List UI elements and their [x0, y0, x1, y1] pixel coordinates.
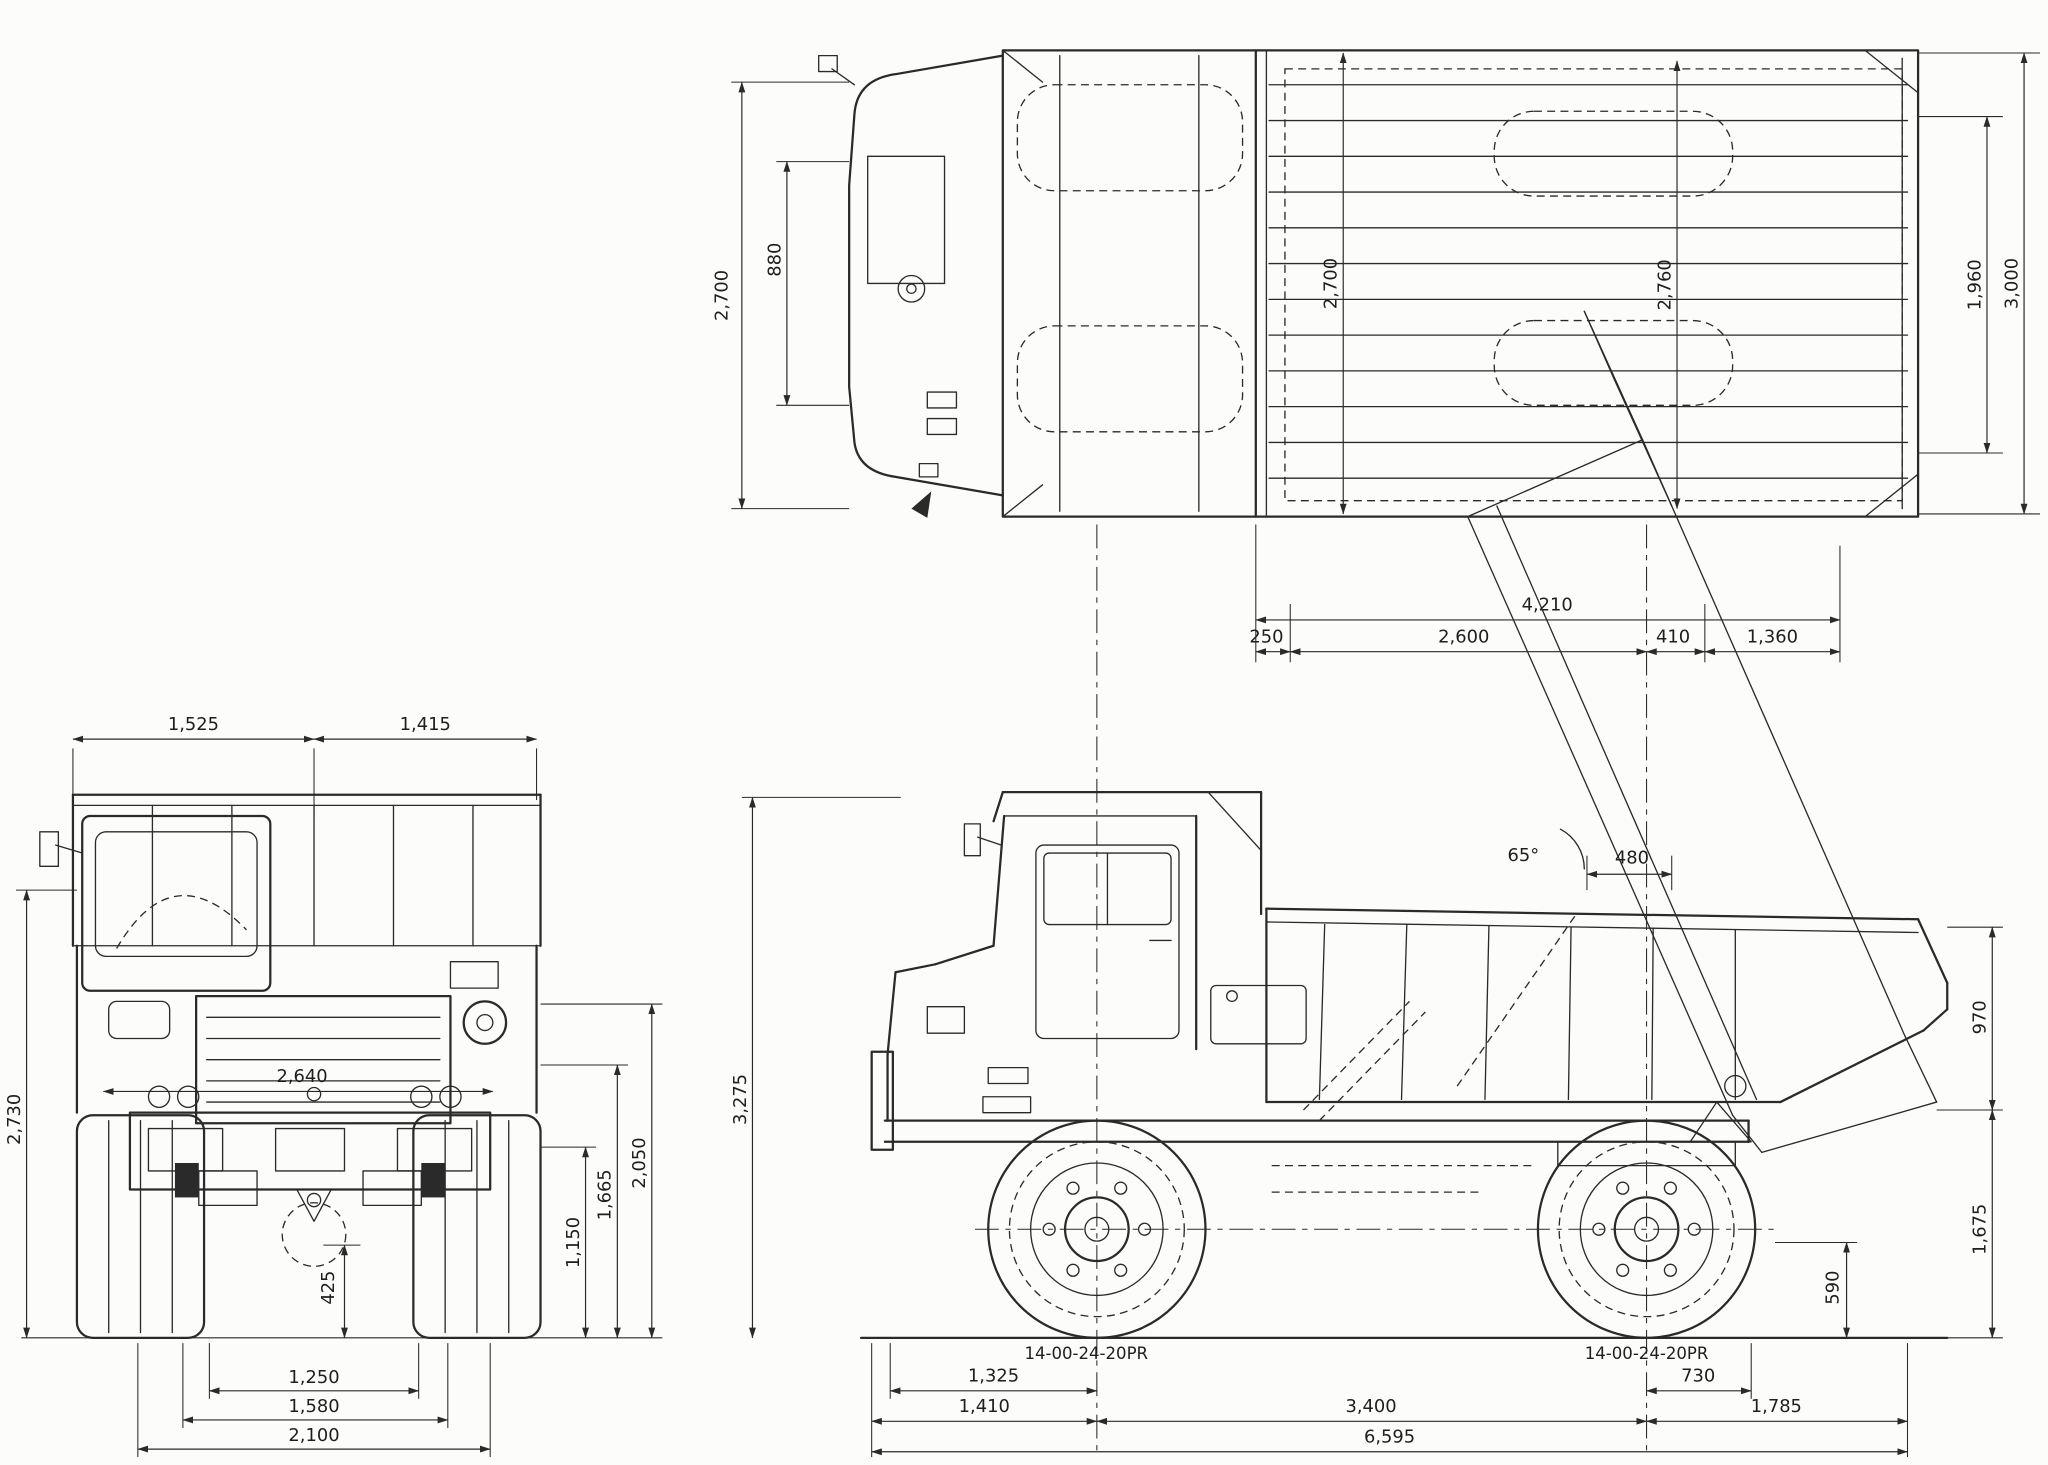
dim-front-width-left: 1,525 — [168, 714, 219, 735]
left-mirror-plan — [818, 54, 838, 73]
dim-top-cab-width: 2,700 — [711, 270, 732, 321]
vent-panel — [108, 1000, 171, 1040]
dim-overall-length: 6,595 — [1364, 1426, 1415, 1447]
spring-left — [198, 1170, 258, 1207]
dim-top-bed-front-width: 2,700 — [1321, 258, 1342, 309]
dim-track-mid: 1,580 — [288, 1396, 339, 1417]
dim-height-hood: 1,665 — [595, 1169, 616, 1220]
dim-height-cowl: 2,050 — [629, 1137, 650, 1188]
dim-bed-length: 4,210 — [1522, 595, 1573, 616]
dim-top-panel-width: 880 — [764, 243, 785, 277]
dim-seg-front: 250 — [1249, 626, 1283, 647]
headlight — [410, 1085, 433, 1109]
dim-ground-clearance: 425 — [318, 1270, 339, 1304]
dump-bed-lowered — [1265, 907, 1949, 1122]
cab-step — [982, 1096, 1032, 1114]
headlight — [176, 1085, 200, 1109]
dump-angle-arc — [1559, 828, 1585, 870]
dim-track-outer: 2,100 — [288, 1425, 339, 1446]
dim-body-depth: 970 — [1970, 1000, 1991, 1034]
side-cab — [870, 790, 1307, 1151]
dim-top-bed-overall-width: 3,000 — [2001, 258, 2022, 309]
dump-bed-raised — [1456, 310, 1938, 1154]
rear-tire-hidden — [1493, 110, 1734, 197]
hoist-cylinder-hidden — [1303, 1000, 1410, 1111]
cab-step — [987, 1066, 1029, 1085]
differential-hidden — [281, 1202, 347, 1267]
cab-door — [1035, 844, 1180, 1040]
bed-inner-hidden — [1284, 68, 1903, 502]
bed-ribs — [1268, 84, 1909, 479]
side-view-dimensions: 3,275 65° 480 970 1,675 590 1,325 7 — [730, 796, 2003, 1458]
work-lamp — [462, 1000, 508, 1045]
length-chain-dimensions: 4,210 250 2,600 410 1,360 — [1249, 524, 1841, 663]
tire-spec-rear: 14-00-24-20PR — [1585, 1344, 1709, 1363]
dim-side-overall-height: 3,275 — [730, 1074, 751, 1125]
dim-seg-rear: 1,360 — [1747, 626, 1798, 647]
pivot-bracket — [1689, 1101, 1752, 1143]
left-mirror — [39, 831, 60, 867]
side-chassis — [883, 1101, 1752, 1193]
wiper-arc — [116, 894, 247, 949]
battery-box — [926, 1006, 966, 1034]
plan-bed — [1001, 49, 1920, 518]
dim-height-bumper: 1,150 — [563, 1217, 584, 1268]
headlight — [147, 1085, 171, 1109]
top-view: 2,700 880 2,700 2,760 1,960 3,000 — [711, 49, 2040, 663]
bumper — [128, 1111, 492, 1191]
fuel-tank — [1210, 984, 1307, 1045]
hoist-extended-hidden — [1456, 913, 1577, 1087]
dim-bumper-to-axle: 1,325 — [968, 1366, 1019, 1387]
tire-spec-front: 14-00-24-20PR — [1024, 1344, 1148, 1363]
front-bumper-side — [870, 1050, 894, 1151]
headlight — [439, 1085, 462, 1109]
plan-hood — [818, 54, 1004, 518]
dim-top-bed-mid-width: 2,760 — [1654, 259, 1675, 310]
dim-pivot-offset: 480 — [1615, 848, 1649, 869]
dim-front-bumper-width: 2,640 — [277, 1066, 328, 1087]
front-view-dimensions: 1,525 1,415 2,730 2,640 425 1,150 1,665 … — [4, 714, 663, 1458]
dim-front-width-right: 1,415 — [400, 714, 451, 735]
tow-hitch — [296, 1188, 332, 1222]
dim-seg-mid: 2,600 — [1438, 626, 1489, 647]
dim-frame-height: 590 — [1823, 1270, 1844, 1304]
emblem — [306, 1086, 322, 1102]
dim-front-overall-height: 2,730 — [4, 1094, 25, 1145]
dim-seg-pivot: 410 — [1656, 626, 1690, 647]
top-view-dimensions: 2,700 880 2,700 2,760 1,960 3,000 — [711, 52, 2040, 515]
front-view: 1,525 1,415 2,730 2,640 425 1,150 1,665 … — [4, 714, 663, 1458]
dim-loading-height: 1,675 — [1970, 1204, 1991, 1255]
lamp-bracket — [449, 960, 499, 989]
rear-tire-hidden — [1493, 319, 1734, 406]
dim-dump-angle: 65° — [1508, 845, 1540, 866]
side-view: 14-00-24-20PR 14-00-24-20PR 3,275 65° 48… — [730, 310, 2003, 1458]
dim-front-overhang: 1,410 — [959, 1396, 1010, 1417]
hub-left — [174, 1162, 199, 1198]
pivot-pin — [1724, 1074, 1747, 1098]
dim-top-bed-inner-width: 1,960 — [1964, 259, 1985, 310]
dim-axle-to-pivot: 730 — [1681, 1366, 1715, 1387]
hub-right — [421, 1162, 446, 1198]
cab-outline-hidden — [1016, 84, 1244, 192]
jack-mark — [911, 491, 932, 518]
dim-wheelbase: 3,400 — [1345, 1396, 1396, 1417]
dim-track-inner: 1,250 — [288, 1367, 339, 1388]
dim-rear-overhang: 1,785 — [1751, 1396, 1802, 1417]
side-mirror — [963, 823, 981, 857]
windshield — [94, 831, 258, 958]
cab-outline-hidden — [1016, 325, 1244, 433]
grille — [195, 994, 452, 1125]
side-wheels: 14-00-24-20PR 14-00-24-20PR — [974, 524, 1776, 1455]
cab-front — [81, 814, 272, 992]
